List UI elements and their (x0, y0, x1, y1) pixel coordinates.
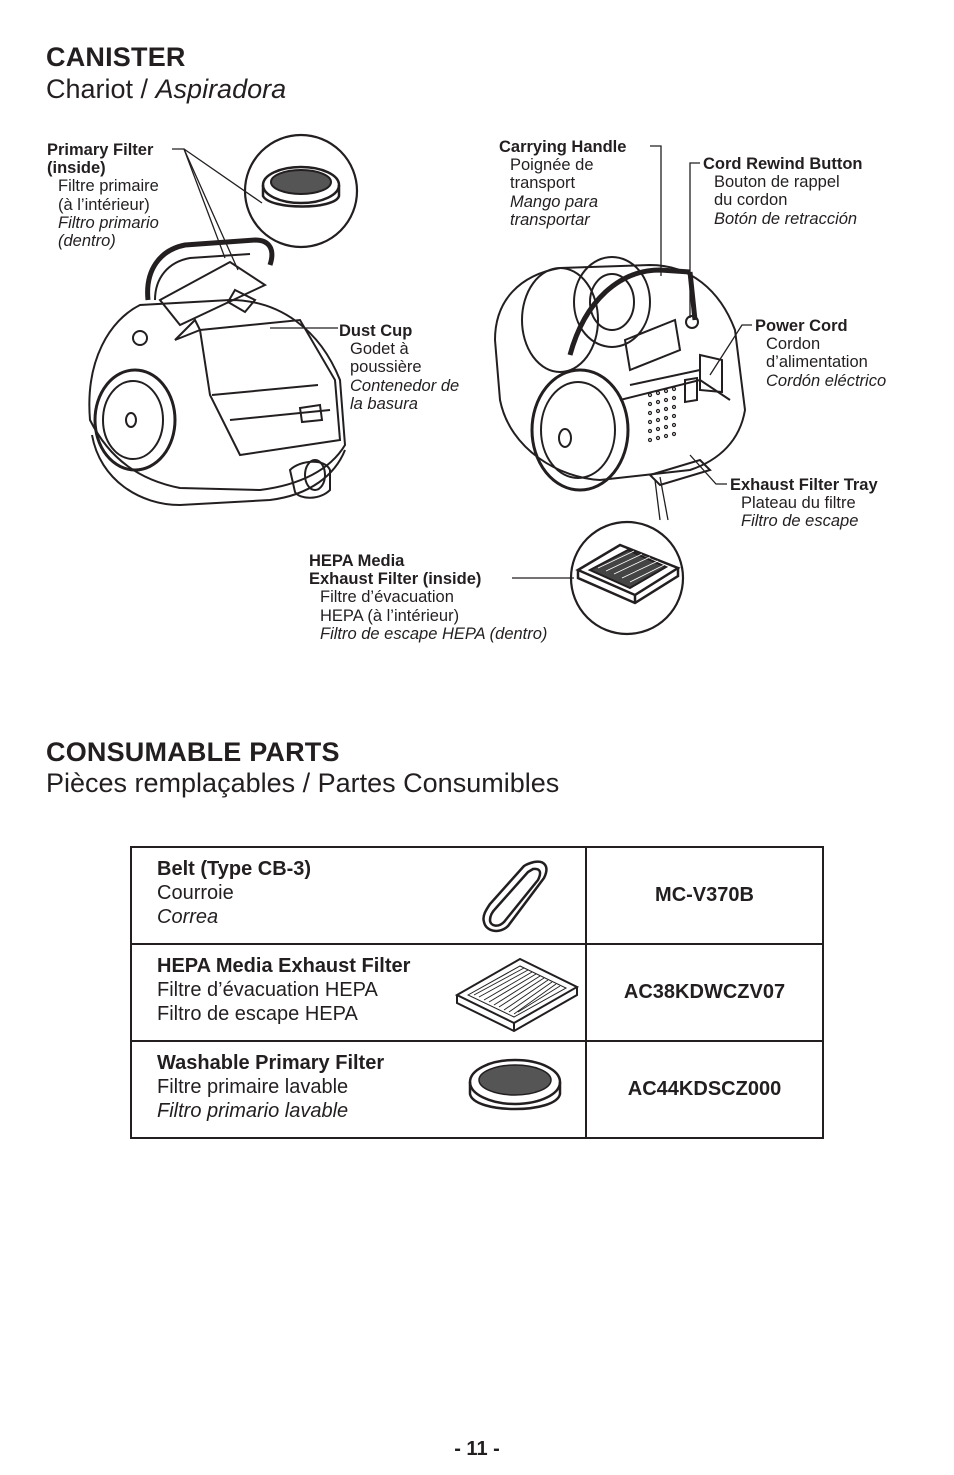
power-cord-fr1: Cordon (766, 335, 821, 354)
power-cord-fr2: d’alimentation (766, 353, 868, 372)
primary-filter-fr1: Filtre primaire (58, 177, 159, 196)
label-hepa-filter: HEPA Media Exhaust Filter (inside) Filtr… (309, 552, 547, 643)
dust-cup-fr1: Godet à (350, 340, 409, 359)
exhaust-tray-en: Exhaust Filter Tray (730, 476, 878, 494)
part-description-cell: Belt (Type CB-3) Courroie Correa (130, 846, 587, 945)
consumables-title: CONSUMABLE PARTS (46, 737, 340, 767)
table-row: HEPA Media Exhaust Filter Filtre d’évacu… (130, 943, 824, 1042)
part-number: AC44KDSCZ000 (585, 1040, 824, 1139)
label-carrying-handle: Carrying Handle Poignée de transport Man… (499, 138, 626, 229)
primary-filter-fr2: (à l’intérieur) (58, 195, 150, 214)
power-cord-en: Power Cord (755, 317, 848, 335)
power-cord-es: Cordón eléctrico (766, 371, 887, 390)
part-name-en: Washable Primary Filter (157, 1052, 385, 1074)
canister-subtitle: Chariot / Aspiradora (46, 73, 286, 105)
primary-filter-en2: (inside) (47, 159, 106, 178)
carrying-handle-es2: transportar (510, 210, 590, 229)
hepa-filter-icon (454, 957, 580, 1033)
round-filter-icon (468, 1058, 562, 1111)
cord-rewind-es: Botón de retracción (714, 209, 858, 228)
exhaust-tray-es: Filtro de escape (741, 512, 859, 531)
part-name-fr: Filtre primaire lavable (157, 1076, 349, 1098)
table-row: Washable Primary Filter Filtre primaire … (130, 1040, 824, 1139)
belt-icon (482, 860, 548, 933)
vacuum-illustration (88, 133, 752, 636)
part-name-en: HEPA Media Exhaust Filter (157, 955, 411, 977)
part-name-fr: Filtre d’évacuation HEPA (157, 979, 378, 1001)
part-name-es: Filtro primario lavable (157, 1100, 349, 1122)
hepa-fr1: Filtre d’évacuation (320, 588, 454, 607)
carrying-handle-fr2: transport (510, 174, 576, 193)
part-name-es: Filtro de escape HEPA (157, 1003, 358, 1025)
primary-filter-es2: (dentro) (58, 232, 116, 251)
hepa-es: Filtro de escape HEPA (dentro) (320, 624, 548, 643)
primary-filter-es1: Filtro primario (58, 213, 159, 232)
hepa-en2: Exhaust Filter (inside) (309, 570, 482, 589)
consumables-table: Belt (Type CB-3) Courroie Correa MC-V370… (130, 846, 824, 1139)
part-description-cell: HEPA Media Exhaust Filter Filtre d’évacu… (130, 943, 587, 1042)
canister-subtitle-es: Aspiradora (155, 74, 287, 104)
primary-filter-en1: Primary Filter (47, 141, 154, 159)
part-description: HEPA Media Exhaust Filter Filtre d’évacu… (157, 954, 410, 1026)
hepa-en1: HEPA Media (309, 552, 405, 570)
table-row: Belt (Type CB-3) Courroie Correa MC-V370… (130, 846, 824, 945)
canister-title: CANISTER (46, 42, 186, 72)
part-name-en: Belt (Type CB-3) (157, 858, 312, 880)
hepa-magnifier (569, 520, 685, 636)
cord-rewind-fr2: du cordon (714, 191, 788, 210)
canister-subtitle-fr: Chariot / (46, 74, 156, 104)
exhaust-tray-fr: Plateau du filtre (741, 494, 856, 513)
dust-cup-es2: la basura (350, 394, 418, 413)
label-exhaust-tray: Exhaust Filter Tray Plateau du filtre Fi… (730, 476, 878, 531)
primary-filter-magnifier (243, 133, 359, 249)
left-canister-drawing (88, 237, 347, 507)
carrying-handle-en: Carrying Handle (499, 138, 627, 156)
part-number: AC38KDWCZV07 (585, 943, 824, 1042)
right-canister-drawing (493, 256, 747, 492)
part-description: Belt (Type CB-3) Courroie Correa (157, 857, 311, 929)
dust-cup-fr2: poussière (350, 358, 422, 377)
part-description: Washable Primary Filter Filtre primaire … (157, 1051, 384, 1123)
label-primary-filter: Primary Filter (inside) Filtre primaire … (47, 141, 159, 250)
part-name-es: Correa (157, 906, 219, 928)
page-number: - 11 - (454, 1438, 500, 1460)
consumables-subtitle: Pièces remplaçables / Partes Consumibles (46, 768, 560, 798)
part-name-fr: Courroie (157, 882, 234, 904)
dust-cup-en: Dust Cup (339, 322, 413, 340)
carrying-handle-fr1: Poignée de (510, 156, 594, 175)
label-dust-cup: Dust Cup Godet à poussière Contenedor de… (339, 322, 459, 413)
part-number: MC-V370B (585, 846, 824, 945)
cord-rewind-en: Cord Rewind Button (703, 155, 863, 173)
cord-rewind-fr1: Bouton de rappel (714, 173, 840, 192)
carrying-handle-es1: Mango para (510, 192, 599, 211)
dust-cup-es1: Contenedor de (350, 376, 460, 395)
label-cord-rewind: Cord Rewind Button Bouton de rappel du c… (703, 155, 862, 228)
hepa-fr2: HEPA (à l’intérieur) (320, 606, 460, 625)
label-power-cord: Power Cord Cordon d’alimentation Cordón … (755, 317, 886, 390)
part-description-cell: Washable Primary Filter Filtre primaire … (130, 1040, 587, 1139)
